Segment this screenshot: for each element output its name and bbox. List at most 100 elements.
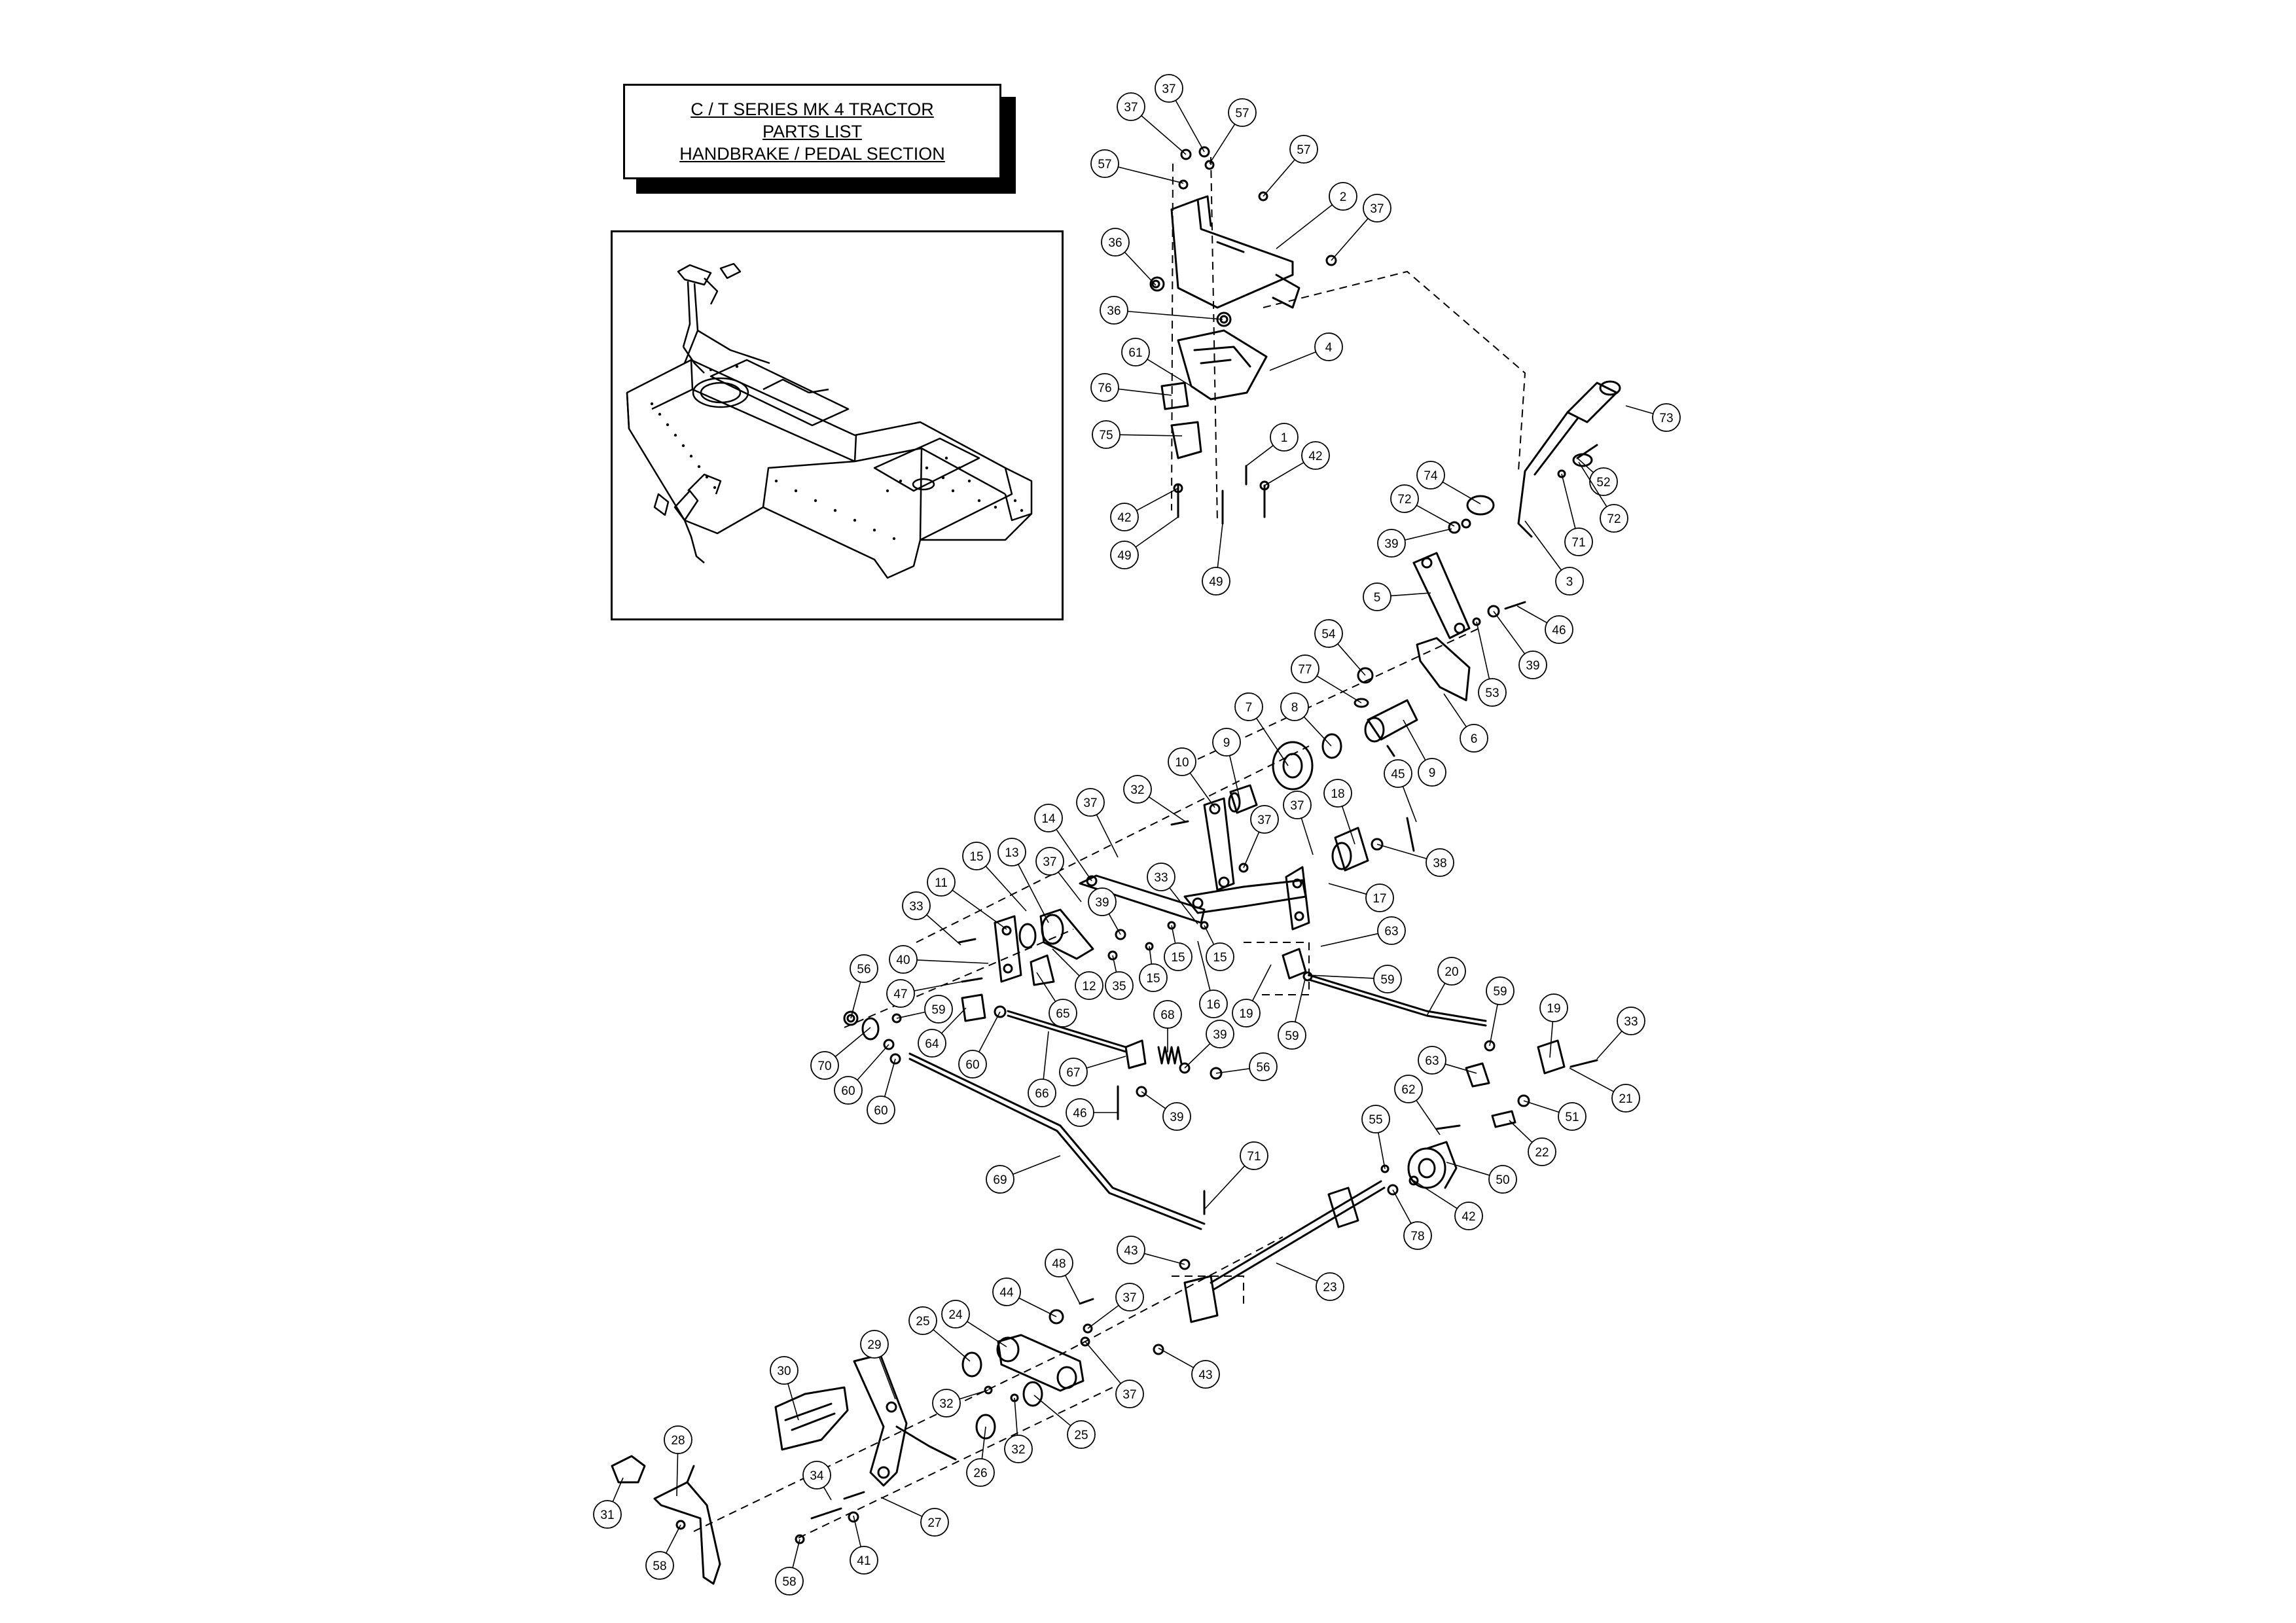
part-callout-13: 13 xyxy=(997,838,1049,923)
part-callout-17: 17 xyxy=(1328,883,1394,912)
leader-line xyxy=(1489,1004,1498,1046)
callout-circle xyxy=(1403,1221,1432,1250)
callout-circle xyxy=(1558,1102,1587,1131)
leader-line xyxy=(1316,675,1362,704)
callout-circle xyxy=(775,1567,804,1596)
callout-circle xyxy=(1249,1052,1278,1081)
part-callout-43: 43 xyxy=(1117,1236,1185,1265)
part-callout-52: 52 xyxy=(1577,457,1618,496)
part-callout-40: 40 xyxy=(889,945,989,974)
callout-circle xyxy=(1363,194,1391,223)
part-callout-11: 11 xyxy=(927,868,1007,930)
callout-circle xyxy=(1539,993,1568,1022)
part-callout-1: 1 xyxy=(1246,423,1299,467)
leader-line xyxy=(1328,883,1367,895)
leader-line xyxy=(1108,913,1121,935)
callout-circle xyxy=(1228,98,1257,127)
callout-circle xyxy=(1363,582,1391,611)
callout-number: 15 xyxy=(1146,972,1160,986)
callout-circle xyxy=(1291,654,1319,683)
callout-number: 51 xyxy=(1565,1111,1579,1124)
part-callout-46: 46 xyxy=(1516,605,1573,644)
part-callout-73: 73 xyxy=(1625,403,1681,432)
leader-line xyxy=(1378,1132,1386,1169)
part-callout-28: 28 xyxy=(664,1425,692,1497)
callout-circle xyxy=(1139,963,1168,992)
callout-circle xyxy=(1278,1021,1306,1050)
part-callout-33: 33 xyxy=(902,891,961,946)
leader-line xyxy=(1189,772,1215,808)
leader-line xyxy=(1276,204,1333,249)
callout-circle xyxy=(1478,678,1507,707)
callout-circle xyxy=(664,1425,692,1454)
leader-line xyxy=(1294,978,1306,1022)
leader-line xyxy=(1251,964,1272,1001)
callout-number: 72 xyxy=(1607,512,1621,526)
callout-circle xyxy=(1384,759,1412,788)
leader-line xyxy=(1149,946,1153,965)
part-callout-59: 59 xyxy=(1486,976,1515,1046)
callout-circle xyxy=(1115,1283,1144,1311)
part-callout-75: 75 xyxy=(1092,420,1183,449)
callout-number: 6 xyxy=(1471,732,1478,746)
callout-number: 3 xyxy=(1566,575,1573,589)
part-callout-15: 15 xyxy=(1164,925,1193,971)
leader-line xyxy=(878,1357,896,1400)
part-callout-64: 64 xyxy=(918,1007,967,1058)
leader-line xyxy=(1269,351,1316,371)
part-callout-70: 70 xyxy=(810,1027,871,1080)
leader-line xyxy=(1337,643,1366,676)
callout-number: 52 xyxy=(1596,476,1610,490)
part-callout-37: 37 xyxy=(1117,92,1187,155)
assembly-guide-lines xyxy=(693,156,1526,1539)
callout-number: 41 xyxy=(857,1554,870,1568)
callout-number: 57 xyxy=(1235,107,1249,120)
callout-number: 14 xyxy=(1041,812,1056,826)
part-callout-44: 44 xyxy=(992,1277,1057,1317)
leader-line xyxy=(834,1027,871,1058)
callout-circle xyxy=(1545,615,1573,644)
leader-line xyxy=(1476,621,1490,679)
callout-circle xyxy=(992,1277,1021,1306)
part-callout-37: 37 xyxy=(1283,791,1314,855)
callout-number: 66 xyxy=(1035,1087,1049,1101)
part-callout-2: 2 xyxy=(1276,182,1357,249)
leader-line xyxy=(981,1426,986,1459)
part-callout-33: 33 xyxy=(1596,1007,1645,1060)
part-callout-68: 68 xyxy=(1153,1000,1182,1052)
part-callout-69: 69 xyxy=(986,1155,1061,1194)
part-callout-25: 25 xyxy=(1033,1395,1096,1449)
part-callout-56: 56 xyxy=(850,954,878,1019)
callout-number: 22 xyxy=(1535,1146,1549,1160)
part-callout-67: 67 xyxy=(1059,1056,1126,1086)
tractor-overview-inset xyxy=(611,230,1064,620)
callout-number: 4 xyxy=(1325,341,1333,355)
part-callout-66: 66 xyxy=(1028,1031,1056,1107)
part-callout-57: 57 xyxy=(1209,98,1257,164)
leader-line xyxy=(787,1383,799,1421)
part-callout-39: 39 xyxy=(1184,1020,1234,1069)
callout-circle xyxy=(924,995,953,1024)
part-callout-22: 22 xyxy=(1509,1120,1556,1166)
callout-circle xyxy=(1067,1420,1096,1449)
callout-number: 38 xyxy=(1433,857,1446,870)
callout-circle xyxy=(1486,976,1515,1005)
part-callout-5: 5 xyxy=(1363,582,1431,611)
leader-line xyxy=(1204,1165,1246,1210)
callout-circle xyxy=(1123,775,1152,804)
leader-line xyxy=(1264,461,1304,486)
callout-circle xyxy=(593,1500,622,1529)
part-callout-16: 16 xyxy=(1197,940,1228,1018)
part-callout-9: 9 xyxy=(1403,719,1446,787)
callout-number: 37 xyxy=(1162,82,1175,96)
callout-circle xyxy=(1147,863,1175,891)
part-callout-58: 58 xyxy=(645,1524,681,1580)
part-callout-72: 72 xyxy=(1390,484,1455,527)
callout-circle xyxy=(860,1330,889,1359)
callout-circle xyxy=(927,868,956,897)
leader-line xyxy=(1215,1068,1250,1074)
part-callout-57: 57 xyxy=(1263,135,1318,197)
part-callout-19: 19 xyxy=(1539,993,1568,1058)
callout-circle xyxy=(886,979,915,1008)
callout-circle xyxy=(920,1508,949,1537)
